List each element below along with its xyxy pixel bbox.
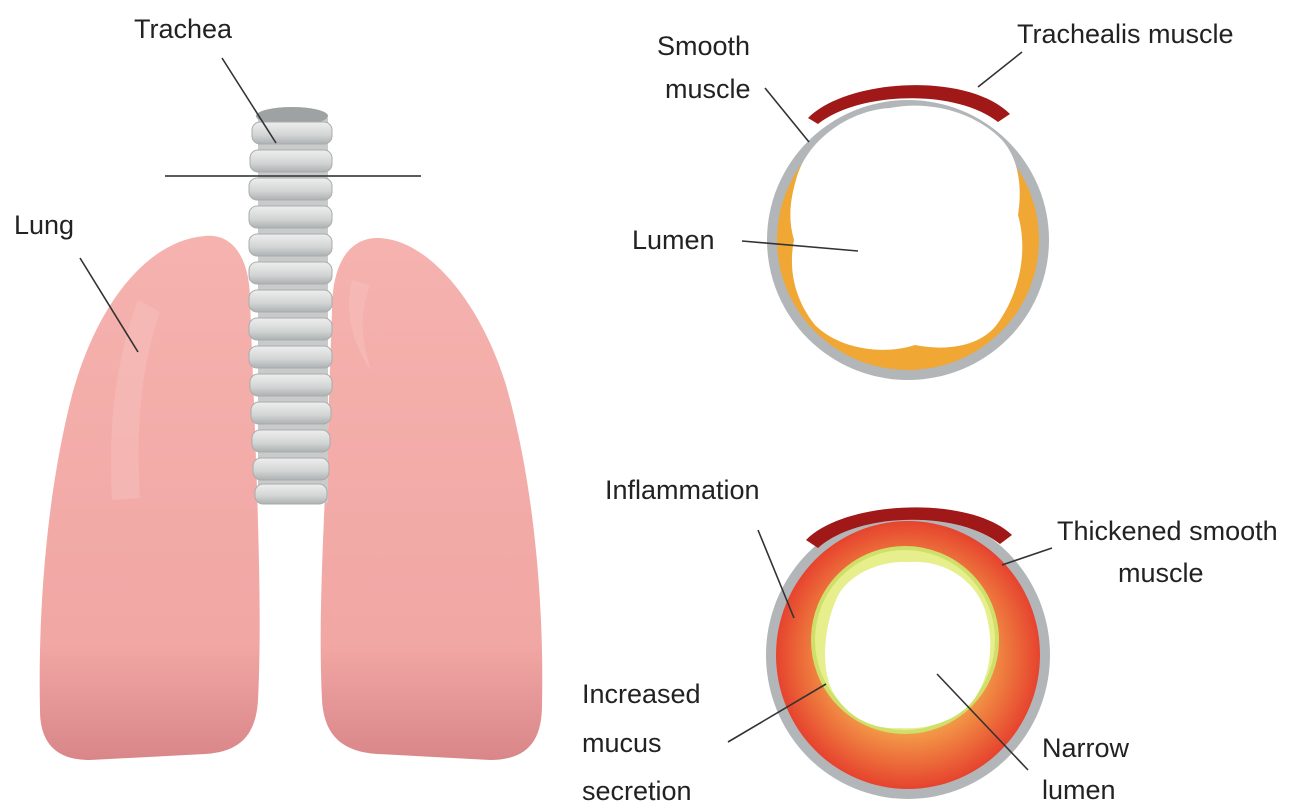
asthma-airway-section (766, 507, 1050, 799)
label-thickened-line1: Thickened smooth (1057, 516, 1278, 546)
label-thickened-line2: muscle (1118, 558, 1204, 588)
normal-airway-section (767, 85, 1049, 380)
label-trachea: Trachea (134, 14, 233, 44)
lumen (790, 106, 1022, 350)
label-inflammation: Inflammation (605, 475, 760, 505)
label-smooth-muscle-line2: muscle (665, 74, 751, 104)
label-smooth-muscle-line1: Smooth (657, 31, 750, 61)
label-narrow-lumen-line1: Narrow (1042, 733, 1130, 763)
label-mucus-line3: secretion (582, 776, 692, 806)
label-mucus-line1: Increased (582, 679, 701, 709)
label-lung: Lung (14, 210, 74, 240)
label-narrow-lumen-line2: lumen (1042, 775, 1116, 805)
leader-trachea (222, 58, 276, 143)
leader-smooth-muscle (765, 88, 809, 142)
leader-trachealis (978, 52, 1022, 87)
label-lumen: Lumen (632, 225, 715, 255)
trachea-rings (249, 107, 332, 504)
label-trachealis-muscle: Trachealis muscle (1017, 19, 1234, 49)
label-mucus-line2: mucus (582, 728, 662, 758)
